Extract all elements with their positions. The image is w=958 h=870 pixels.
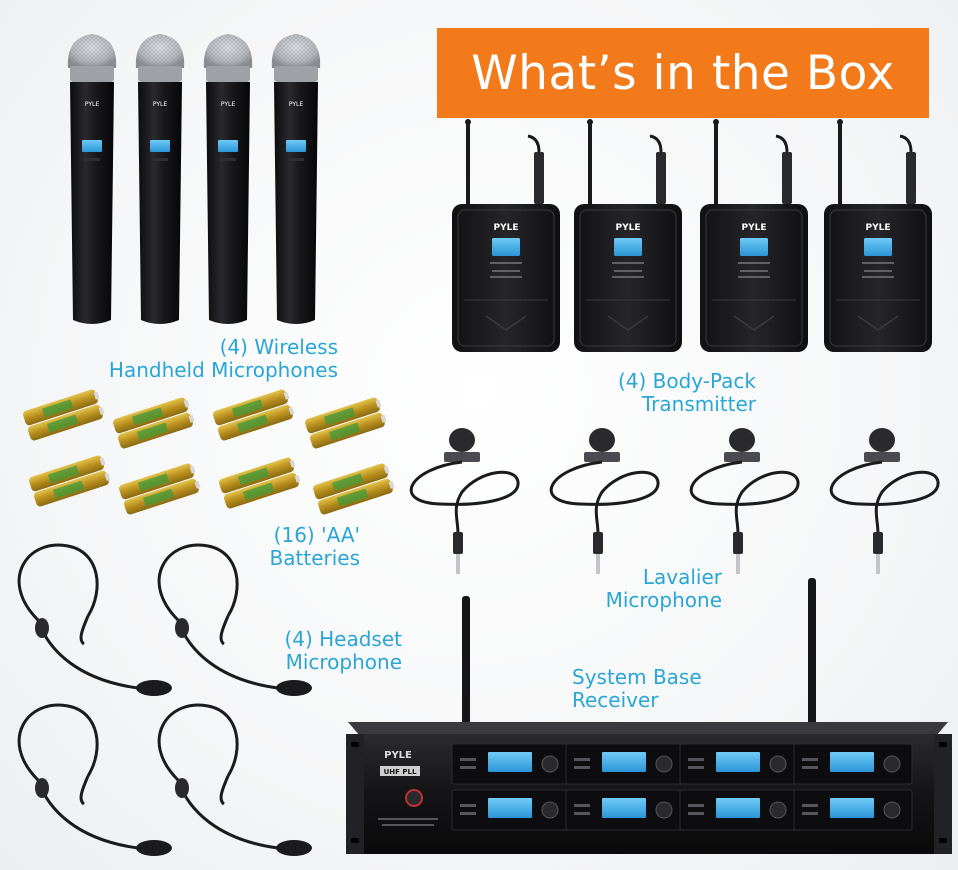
antenna-right: [808, 578, 816, 726]
headset-mic: [157, 543, 312, 696]
handheld-microphones: PYLE PYLE PYLE: [67, 34, 321, 324]
battery-pair: [29, 455, 111, 507]
banner-title: What’s in the Box: [471, 45, 895, 101]
caption-batteries: (16) 'AA' Batteries: [200, 524, 360, 570]
battery-pair: [213, 389, 295, 441]
bodypack-transmitter: PYLE: [574, 119, 682, 352]
channel-module: [679, 743, 799, 785]
battery-pair: [305, 397, 387, 449]
caption-batteries-line1: (16) 'AA': [273, 523, 360, 547]
caption-bodypack-line2: Transmitter: [641, 392, 756, 416]
caption-receiver: System Base Receiver: [572, 666, 752, 712]
caption-receiver-line2: Receiver: [572, 688, 659, 712]
svg-text:PYLE: PYLE: [85, 101, 99, 108]
battery-pair: [113, 397, 195, 449]
caption-handheld-line2: Handheld Microphones: [108, 358, 338, 382]
channel-module: [565, 743, 685, 785]
battery-pair: [313, 463, 395, 515]
caption-lavalier-line2: Microphone: [605, 588, 722, 612]
svg-text:PYLE: PYLE: [289, 101, 303, 108]
bodypack-transmitter: PYLE: [452, 119, 560, 352]
headset-mic: [17, 543, 172, 696]
lavalier-mic: [409, 428, 520, 574]
system-base-receiver: PYLE UHF PLL: [346, 578, 952, 854]
caption-handheld-line1: (4) Wireless: [219, 335, 338, 359]
antenna-left: [462, 596, 470, 726]
channel-module: [451, 789, 571, 831]
svg-text:PYLE: PYLE: [153, 101, 167, 108]
handheld-mic: PYLE: [203, 34, 253, 324]
caption-batteries-line2: Batteries: [269, 546, 360, 570]
handheld-mic: PYLE: [67, 34, 117, 324]
bodypack-transmitter: PYLE: [700, 119, 808, 352]
channel-module: [793, 743, 913, 785]
caption-headset-line2: Microphone: [285, 650, 402, 674]
headset-mic: [17, 703, 172, 856]
lavalier-mic: [829, 428, 940, 574]
caption-headset-line1: (4) Headset: [284, 627, 402, 651]
channel-module: [793, 789, 913, 831]
caption-bodypack: (4) Body-Pack Transmitter: [560, 370, 756, 416]
battery-pair: [119, 463, 201, 515]
caption-lavalier-line1: Lavalier: [642, 565, 722, 589]
bodypack-transmitter: PYLE: [824, 119, 932, 352]
battery-pair: [219, 457, 301, 509]
handheld-mic: PYLE: [271, 34, 321, 324]
svg-text:PYLE: PYLE: [221, 101, 235, 108]
bodypack-transmitters: PYLE PYLE: [452, 119, 932, 352]
channel-module: [451, 743, 571, 785]
lavalier-mic: [549, 428, 660, 574]
handheld-mic: PYLE: [135, 34, 185, 324]
caption-lavalier: Lavalier Microphone: [560, 566, 722, 612]
headset-mic: [157, 703, 312, 856]
svg-text:UHF PLL: UHF PLL: [384, 768, 417, 776]
headset-microphones: [17, 543, 312, 856]
caption-headset: (4) Headset Microphone: [240, 628, 402, 674]
lavalier-mic: [689, 428, 800, 574]
aa-batteries: [23, 389, 395, 515]
svg-text:PYLE: PYLE: [384, 750, 412, 761]
caption-handheld: (4) Wireless Handheld Microphones: [40, 336, 338, 382]
svg-text:PYLE: PYLE: [866, 223, 891, 233]
svg-text:PYLE: PYLE: [616, 223, 641, 233]
lavalier-microphones: [409, 428, 940, 574]
caption-bodypack-line1: (4) Body-Pack: [617, 369, 756, 393]
caption-receiver-line1: System Base: [572, 665, 702, 689]
svg-text:PYLE: PYLE: [742, 223, 767, 233]
channel-module: [679, 789, 799, 831]
svg-text:PYLE: PYLE: [494, 223, 519, 233]
battery-pair: [23, 389, 105, 441]
whats-in-the-box-banner: What’s in the Box: [437, 28, 929, 118]
channel-module: [565, 789, 685, 831]
